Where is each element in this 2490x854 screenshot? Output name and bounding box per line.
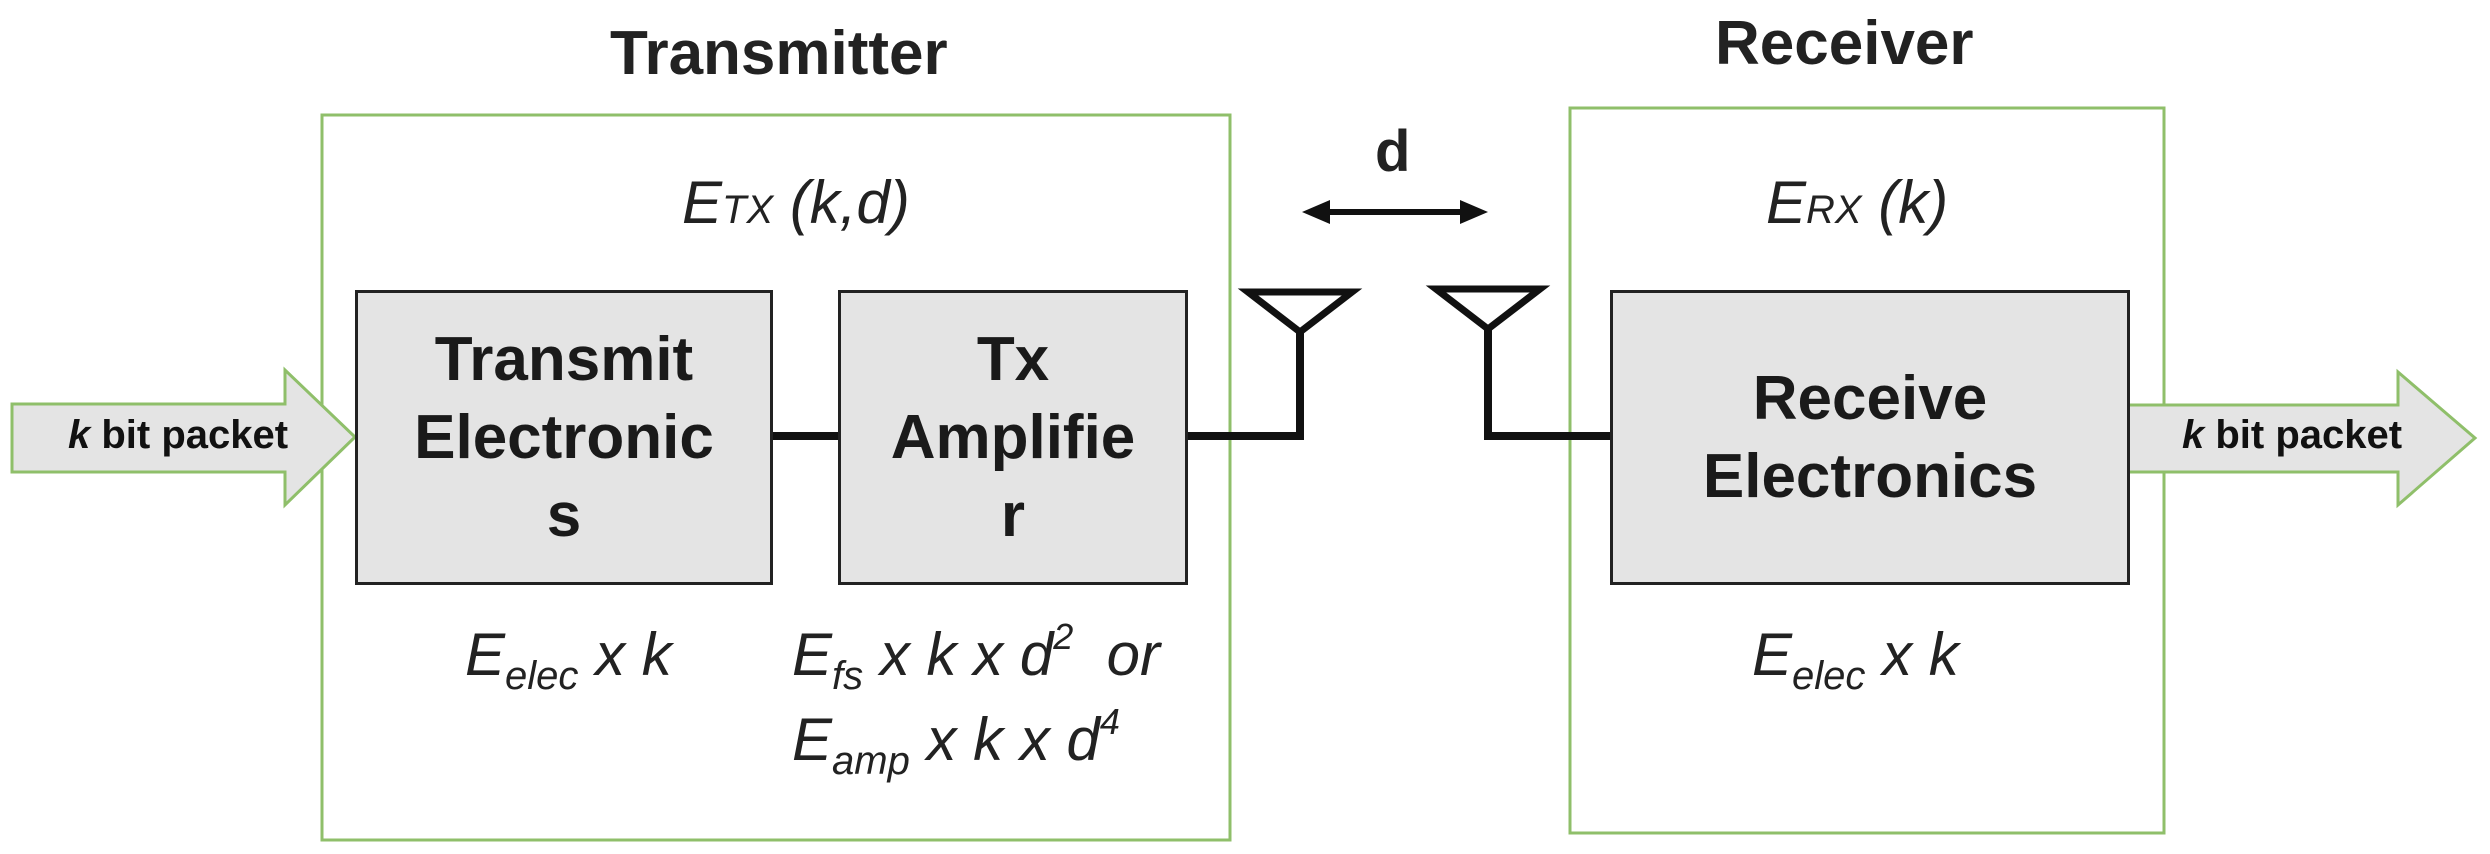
receive-electronics-block: Receive Electronics <box>1610 290 2130 585</box>
transmit-electronics-energy-formula: Eelec x k <box>465 621 672 698</box>
receive-electronics-energy-formula: Eelec x k <box>1752 621 1959 698</box>
distance-double-arrow-icon <box>1302 200 1488 224</box>
multipath-energy-formula: Eamp x k x d4 <box>792 701 1120 783</box>
receiver-energy-label: ERX (k) <box>1766 169 1949 236</box>
transmitter-title: Transmitter <box>610 19 948 88</box>
amp-to-antenna-wire <box>1185 320 1304 440</box>
transmitter-energy-label: ETX (k,d) <box>682 169 910 236</box>
receive-antenna-icon <box>1425 285 1551 334</box>
transmit-antenna-icon <box>1237 288 1363 337</box>
distance-label: d <box>1375 119 1411 184</box>
tx-amplifier-block: Tx Amplifie r <box>838 290 1188 585</box>
free-space-energy-formula: Efs x k x d2 or <box>792 616 1160 698</box>
output-packet-arrow <box>2126 368 2478 509</box>
input-packet-arrow <box>10 366 358 509</box>
receiver-title: Receiver <box>1715 9 1974 78</box>
transmitter-frame <box>320 113 1232 842</box>
antenna-to-receive-wire <box>1484 318 1610 440</box>
output-packet-label: k bit packet <box>2182 413 2403 457</box>
input-packet-label: k bit packet <box>68 413 289 457</box>
transmit-electronics-block: Transmit Electronic s <box>355 290 773 585</box>
